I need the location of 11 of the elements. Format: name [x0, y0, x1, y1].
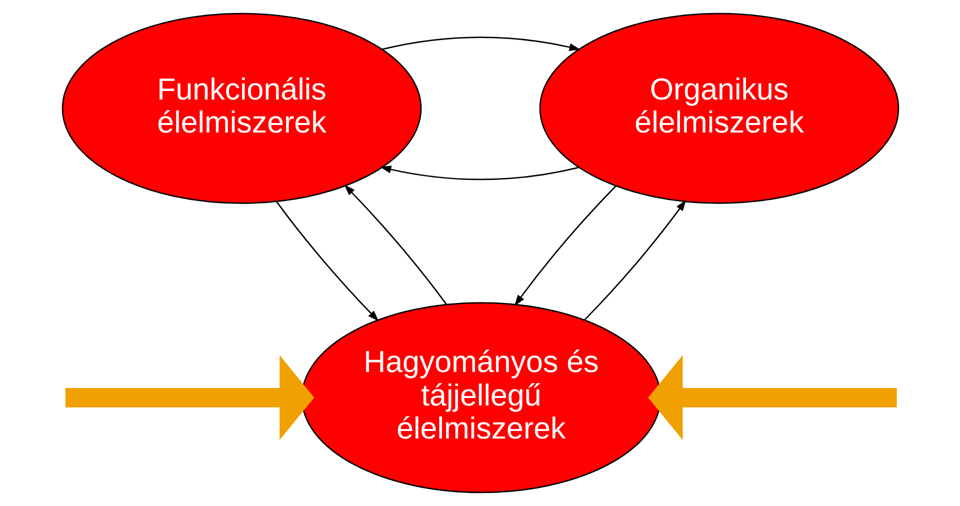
arrow: [584, 200, 686, 320]
node-ellipse: Funkcionális élelmiszerek: [61, 12, 422, 204]
arrow: [64, 355, 314, 440]
arrow: [380, 166, 578, 180]
arrow: [514, 186, 616, 306]
node-ellipse: Organikus élelmiszerek: [538, 12, 899, 204]
arrow: [344, 184, 446, 305]
arrow: [381, 36, 580, 51]
node-ellipse: Hagyományos és tájjellegű élelmiszerek: [300, 302, 661, 494]
arrow: [275, 201, 378, 322]
arrow: [648, 355, 896, 440]
